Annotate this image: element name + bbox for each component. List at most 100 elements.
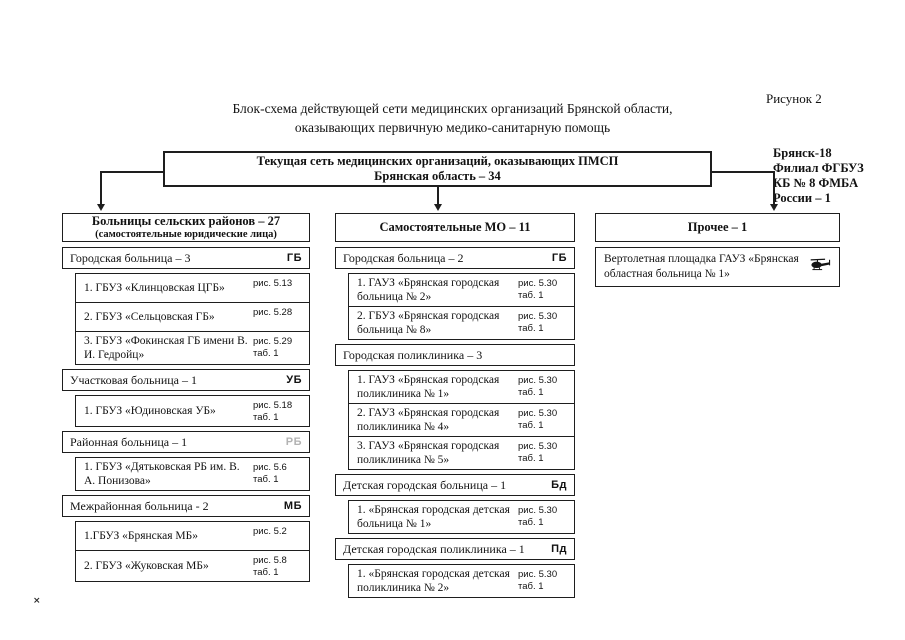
org-item: 2. ГБУЗ «Брянская городская больница № 8… — [348, 306, 575, 340]
column-header-title: Больницы сельских районов – 27 — [91, 214, 281, 228]
org-name: 1. ГБУЗ «Клинцовская ЦГБ» — [84, 282, 225, 294]
page-mark: × — [33, 596, 41, 606]
ref-line: таб. 1 — [253, 412, 279, 423]
ref-line: рис. 5.30 — [518, 569, 558, 580]
connector-right-horizontal — [711, 171, 774, 173]
connector-right-vertical — [773, 171, 775, 205]
ref-line: рис. 5.8 — [253, 555, 287, 566]
group-bar: Межрайонная больница - 2 МБ — [62, 495, 310, 517]
group-label: Детская городская больница – 1 — [343, 477, 507, 492]
group-uchastkovaya-hospital: Участковая больница – 1 УБ 1. ГБУЗ «Юдин… — [62, 369, 310, 427]
column-other: Прочее – 1 Вертолетная площадка ГАУЗ «Бр… — [595, 213, 840, 287]
group-label: Межрайонная больница - 2 — [70, 498, 209, 513]
helicopter-icon — [809, 257, 831, 277]
ref-line: таб. 1 — [518, 517, 544, 528]
org-name: 1. ГБУЗ «Юдиновская УБ» — [84, 405, 216, 417]
column-rural-hospitals: Больницы сельских районов – 27 (самостоя… — [62, 213, 310, 586]
ref-line: рис. 5.30 — [518, 278, 558, 289]
branch-note: Брянск-18 Филиал ФГБУЗ КБ № 8 ФМБА Росси… — [773, 146, 864, 206]
ref-line: рис. 5.13 — [253, 278, 293, 289]
org-name: 1.ГБУЗ «Брянская МБ» — [84, 530, 199, 542]
group-children-city-hospital: Детская городская больница – 1 Бд 1. «Бр… — [335, 474, 575, 534]
group-bar: Городская больница – 2 ГБ — [335, 247, 575, 269]
group-badge: РБ — [285, 436, 302, 448]
group-interdistrict-hospital: Межрайонная больница - 2 МБ 1.ГБУЗ «Брян… — [62, 495, 310, 582]
branch-note-line: Брянск-18 — [773, 146, 832, 160]
ref-line: рис. 5.2 — [253, 526, 287, 537]
diagram-title-line1: Блок-схема действующей сети медицинских … — [232, 101, 673, 116]
group-label: Участковая больница – 1 — [70, 372, 198, 387]
ref-line: таб. 1 — [253, 567, 279, 578]
column-header: Прочее – 1 — [595, 213, 840, 242]
org-item: 1. «Брянская городская детская поликлини… — [348, 564, 575, 598]
root-box: Текущая сеть медицинских организаций, ок… — [163, 151, 712, 187]
group-bar: Участковая больница – 1 УБ — [62, 369, 310, 391]
org-name: Вертолетная площадка ГАУЗ «Брянская обла… — [604, 253, 799, 280]
group-label: Городская больница – 2 — [343, 250, 464, 265]
group-label: Городская больница – 3 — [70, 250, 191, 265]
org-refs: рис. 5.2 — [253, 524, 305, 548]
org-refs: рис. 5.13 — [253, 276, 305, 300]
group-badge: ГБ — [551, 252, 567, 264]
org-name: 1. «Брянская городская детская поликлини… — [357, 568, 510, 594]
group-bar: Детская городская больница – 1 Бд — [335, 474, 575, 496]
org-name: 1. ГАУЗ «Брянская городская больница № 2… — [357, 277, 500, 303]
column-header: Самостоятельные МО – 11 — [335, 213, 575, 242]
group-city-polyclinic: Городская поликлиника – 3 1. ГАУЗ «Брянс… — [335, 344, 575, 470]
root-box-line1: Текущая сеть медицинских организаций, ок… — [256, 154, 619, 168]
column-header: Больницы сельских районов – 27 (самостоя… — [62, 213, 310, 242]
group-badge: Пд — [551, 543, 567, 555]
arrow-down-icon — [770, 204, 778, 211]
org-item: 1. ГБУЗ «Клинцовская ЦГБ» рис. 5.13 — [75, 273, 310, 303]
group-badge: ГБ — [286, 252, 302, 264]
column-header-title: Самостоятельные МО – 11 — [379, 219, 531, 234]
ref-line: таб. 1 — [518, 387, 544, 398]
connector-middle-vertical — [437, 186, 439, 205]
org-item: 2. ГАУЗ «Брянская городская поликлиника … — [348, 403, 575, 437]
group-bar: Районная больница – 1 РБ — [62, 431, 310, 453]
ref-line: таб. 1 — [518, 323, 544, 334]
branch-note-line: Филиал ФГБУЗ — [773, 161, 864, 175]
org-item: 3. ГАУЗ «Брянская городская поликлиника … — [348, 436, 575, 470]
org-refs: рис. 5.28 — [253, 305, 305, 329]
ref-line: таб. 1 — [518, 453, 544, 464]
diagram-title-line2: оказывающих первичную медико-санитарную … — [294, 120, 611, 135]
column-header-subtitle: (самостоятельные юридические лица) — [95, 228, 277, 240]
group-badge: МБ — [283, 500, 302, 512]
org-name: 1. «Брянская городская детская больница … — [357, 504, 510, 530]
ref-line: рис. 5.6 — [253, 462, 287, 473]
org-name: 1. ГБУЗ «Дятьковская РБ им. В. А. Понизо… — [84, 461, 240, 487]
org-item: 1.ГБУЗ «Брянская МБ» рис. 5.2 — [75, 521, 310, 551]
column-header-title: Прочее – 1 — [687, 219, 748, 234]
ref-line: таб. 1 — [253, 474, 279, 485]
ref-line: рис. 5.18 — [253, 400, 293, 411]
arrow-down-icon — [434, 204, 442, 211]
ref-line: рис. 5.30 — [518, 311, 558, 322]
ref-line: таб. 1 — [518, 581, 544, 592]
ref-line: рис. 5.29 — [253, 336, 293, 347]
group-city-hospital: Городская больница – 3 ГБ 1. ГБУЗ «Клинц… — [62, 247, 310, 365]
group-bar: Городская больница – 3 ГБ — [62, 247, 310, 269]
org-name: 2. ГБУЗ «Брянская городская больница № 8… — [357, 310, 500, 336]
org-item: 1. «Брянская городская детская больница … — [348, 500, 575, 534]
org-item: 2. ГБУЗ «Сельцовская ГБ» рис. 5.28 — [75, 302, 310, 332]
org-name: 3. ГАУЗ «Брянская городская поликлиника … — [357, 440, 500, 466]
org-name: 2. ГАУЗ «Брянская городская поликлиника … — [357, 407, 500, 433]
group-label: Городская поликлиника – 3 — [343, 347, 483, 362]
org-item: 3. ГБУЗ «Фокинская ГБ имени В. И. Гедрой… — [75, 331, 310, 365]
group-city-hospital: Городская больница – 2 ГБ 1. ГАУЗ «Брянс… — [335, 247, 575, 340]
branch-note-line: КБ № 8 ФМБА — [773, 176, 859, 190]
ref-line: таб. 1 — [253, 348, 279, 359]
group-label: Детская городская поликлиника – 1 — [343, 541, 525, 556]
column-independent-mo: Самостоятельные МО – 11 Городская больни… — [335, 213, 575, 602]
